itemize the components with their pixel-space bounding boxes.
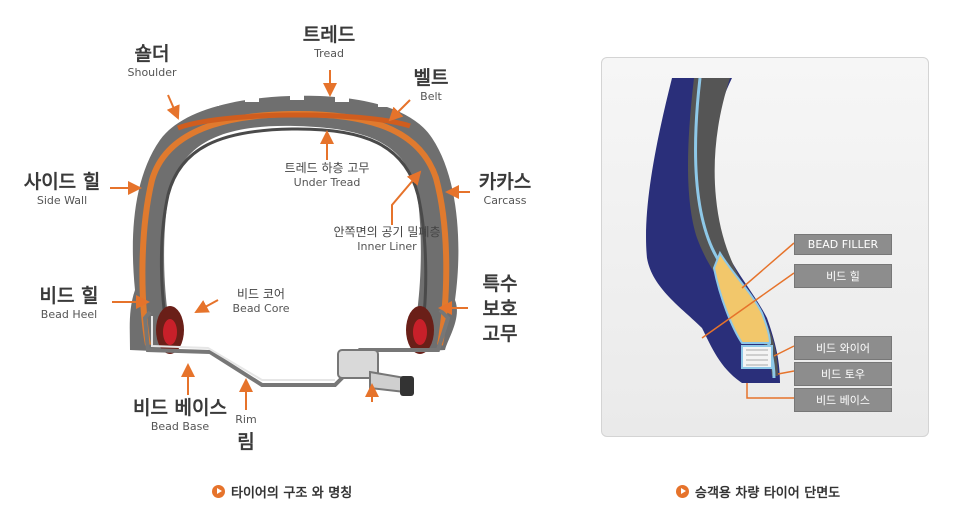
arrow-inner-liner (391, 170, 422, 225)
label-under-tread-ko: 트레드 하층 고무 (284, 161, 370, 175)
caption-left: 타이어의 구조 와 명칭 (212, 482, 352, 501)
label-bead-heel: 비드 힐 Bead Heel (26, 286, 112, 321)
label-bead-base-en: Bead Base (150, 419, 210, 433)
tread-notch (245, 92, 259, 102)
inner-liner (159, 127, 428, 346)
label-tread: 트레드 Tread (294, 25, 364, 60)
label-bead-heel-ko: 비드 힐 (39, 285, 99, 307)
tag-bead-filler: BEAD FILLER (794, 234, 892, 255)
caption-right-text: 승객용 차량 타이어 단면도 (695, 486, 841, 501)
label-shoulder-en: Shoulder (127, 65, 177, 79)
label-rim-en: Rim (235, 413, 257, 426)
tag-bead-heel: 비드 힐 (794, 264, 892, 288)
caption-right: 승객용 차량 타이어 단면도 (676, 482, 840, 501)
cross-section-graphic (646, 77, 795, 399)
play-bullet-icon (676, 485, 689, 498)
play-bullet-icon (212, 485, 225, 498)
tag-bead-toe: 비드 토우 (794, 362, 892, 386)
label-tread-en: Tread (314, 46, 344, 60)
inner-gray-layer (688, 78, 778, 376)
label-side-wall-ko: 사이드 힐 (23, 171, 101, 193)
tread-notch (290, 90, 304, 100)
label-under-tread: 트레드 하층 고무 Under Tread (272, 161, 382, 190)
label-shoulder: 숄더 Shoulder (112, 44, 192, 79)
label-bead-heel-en: Bead Heel (40, 307, 98, 321)
rim-inner (151, 316, 335, 381)
cross-section-panel: BEAD FILLER 비드 힐 비드 와이어 비드 토우 비드 베이스 (601, 57, 929, 437)
caption-left-text: 타이어의 구조 와 명칭 (231, 486, 353, 501)
tread-notch (335, 92, 349, 102)
valve-stem (369, 370, 406, 394)
bead-filler (712, 250, 772, 344)
label-belt: 벨트 Belt (406, 68, 456, 103)
label-side-wall-en: Side Wall (36, 193, 88, 207)
valve-cap (400, 376, 414, 396)
bead-left-core (163, 319, 177, 345)
label-inner-liner-ko: 안쪽면의 공기 밀폐층 (333, 225, 441, 239)
leader-bead-base (746, 383, 794, 399)
tag-bead-base: 비드 베이스 (794, 388, 892, 412)
leader-bead-filler (741, 242, 795, 289)
label-inner-liner-en: Inner Liner (357, 240, 417, 254)
bead-wire-hatch (746, 349, 768, 366)
label-bead-core-ko: 비드 코어 (237, 287, 285, 301)
label-rim-ko: 림 (237, 431, 255, 454)
bead-right-core (413, 319, 427, 345)
leader-bead-wire (773, 345, 795, 357)
label-special-rubber-2: 보호 (482, 297, 518, 320)
label-carcass-ko: 카카스 (478, 171, 532, 193)
leader-bead-toe (777, 370, 795, 375)
label-belt-en: Belt (420, 89, 442, 103)
label-bead-core-en: Bead Core (232, 302, 290, 316)
label-belt-ko: 벨트 (413, 67, 449, 89)
label-bead-base-ko: 비드 베이스 (132, 397, 227, 419)
label-rim: Rim 림 (228, 412, 264, 453)
rim (142, 308, 451, 387)
label-bead-base: 비드 베이스 Bead Base (110, 398, 250, 433)
label-under-tread-en: Under Tread (293, 176, 361, 190)
label-carcass: 카카스 Carcass (470, 172, 540, 207)
label-special-rubber-3: 고무 (482, 322, 518, 345)
tire-cross-section-diagram (110, 70, 470, 410)
label-inner-liner: 안쪽면의 공기 밀폐층 Inner Liner (322, 225, 452, 254)
arrow-bead-core (194, 299, 219, 313)
tag-bead-wire: 비드 와이어 (794, 336, 892, 360)
label-side-wall: 사이드 힐 Side Wall (12, 172, 112, 207)
leader-bead-heel (701, 272, 795, 339)
bead-wire (741, 345, 773, 369)
tread-notch (378, 97, 392, 107)
label-tread-ko: 트레드 (302, 24, 356, 46)
arrow-belt (388, 99, 411, 122)
label-special-rubber: 특수 보호 고무 (470, 274, 530, 345)
valve-body (337, 349, 379, 379)
label-special-rubber-1: 특수 (482, 273, 518, 295)
label-bead-core: 비드 코어 Bead Core (218, 287, 304, 316)
label-carcass-en: Carcass (483, 193, 527, 207)
label-shoulder-ko: 숄더 (134, 43, 170, 65)
arrow-shoulder (166, 94, 180, 120)
belt-layer (177, 112, 411, 131)
tread-notch (205, 96, 219, 106)
